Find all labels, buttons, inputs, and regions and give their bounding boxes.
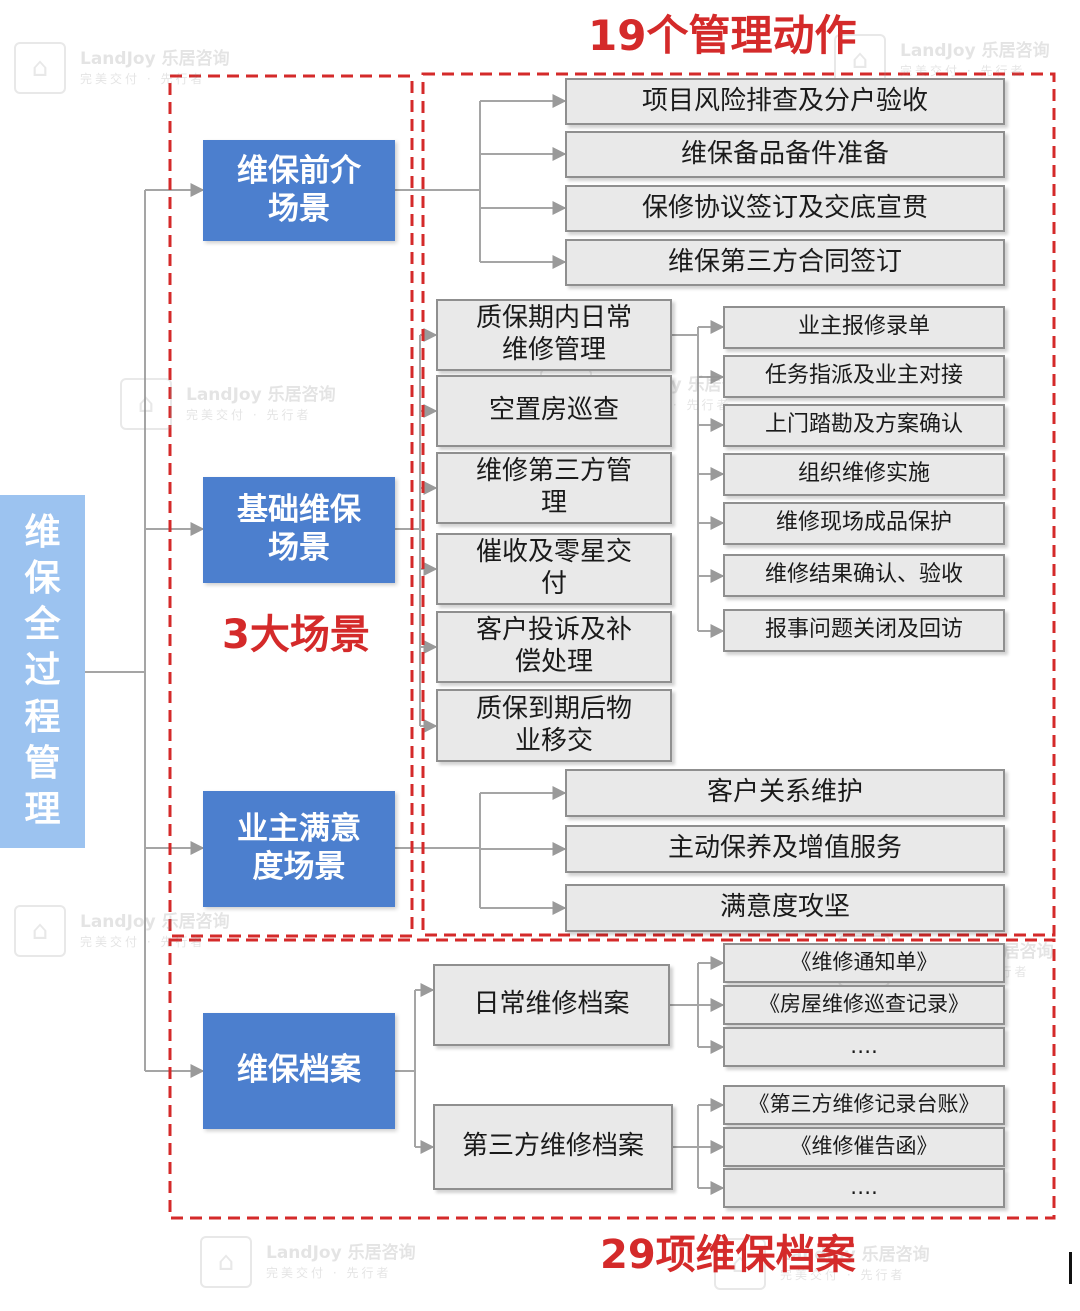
scenes-frame	[168, 74, 414, 938]
root-node: 维保全过程管理	[0, 495, 85, 848]
pre-action-label: 项目风险排查及分户验收	[641, 85, 928, 116]
pre-action-label: 维保第三方合同签订	[667, 246, 902, 277]
daily-step-label: 组织维修实施	[797, 461, 930, 487]
pre-action-label: 保修协议签订及交底宣贯	[641, 192, 928, 223]
satisfaction-action-label: 主动保养及增值服务	[667, 833, 902, 864]
pre-action-item[interactable]: 保修协议签订及交底宣贯	[565, 185, 1005, 232]
daily-step-label: 报事问题关闭及回访	[764, 617, 963, 643]
pre-action-item[interactable]: 维保备品备件准备	[565, 131, 1005, 178]
daily-step-item[interactable]: 报事问题关闭及回访	[723, 609, 1005, 652]
daily-step-item[interactable]: 任务指派及业主对接	[723, 355, 1005, 398]
daily-step-label: 任务指派及业主对接	[764, 363, 963, 389]
archive-doc-item[interactable]: 《维修通知单》	[723, 943, 1005, 983]
actions-frame	[421, 72, 1056, 937]
daily-step-item[interactable]: 维修结果确认、验收	[723, 554, 1005, 597]
archive-group-label: 第三方维修档案	[461, 1131, 644, 1162]
basic-action-item[interactable]: 质保期内日常 维修管理	[436, 299, 672, 371]
daily-step-label: 业主报修录单	[797, 314, 930, 340]
archive-group-label: 日常维修档案	[473, 989, 630, 1020]
pre-action-item[interactable]: 项目风险排查及分户验收	[565, 78, 1005, 125]
archive-doc-label: 《房屋维修巡查记录》	[759, 992, 969, 1017]
text-cursor	[1069, 1252, 1072, 1284]
daily-step-item[interactable]: 维修现场成品保护	[723, 502, 1005, 545]
satisfaction-action-label: 客户关系维护	[706, 777, 863, 808]
archive-doc-label: ….	[850, 1175, 878, 1200]
scene-basic-maintenance[interactable]: 基础维保 场景	[203, 477, 395, 583]
scene-label: 基础维保 场景	[237, 492, 361, 566]
pre-action-item[interactable]: 维保第三方合同签订	[565, 239, 1005, 286]
basic-action-label: 维修第三方管 理	[475, 456, 632, 518]
scene-owner-satisfaction[interactable]: 业主满意 度场景	[203, 791, 395, 907]
basic-action-item[interactable]: 质保到期后物 业移交	[436, 689, 672, 762]
basic-action-item[interactable]: 维修第三方管 理	[436, 452, 672, 524]
basic-action-label: 质保到期后物 业移交	[475, 693, 632, 756]
archive-doc-label: 《维修通知单》	[790, 950, 938, 975]
scene-label: 业主满意 度场景	[237, 811, 361, 885]
archive-doc-item[interactable]: 《房屋维修巡查记录》	[723, 985, 1005, 1025]
scene-maintenance-archives[interactable]: 维保档案	[203, 1013, 395, 1129]
satisfaction-action-item[interactable]: 客户关系维护	[565, 769, 1005, 817]
scene-label: 维保档案	[237, 1052, 361, 1089]
satisfaction-action-item[interactable]: 主动保养及增值服务	[565, 825, 1005, 873]
archive-doc-label: 《第三方维修记录台账》	[748, 1092, 980, 1117]
root-label: 维保全过程管理	[24, 512, 61, 830]
basic-action-item[interactable]: 空置房巡查	[436, 375, 672, 447]
basic-action-label: 催收及零星交 付	[475, 537, 632, 599]
daily-step-label: 维修现场成品保护	[775, 510, 952, 536]
scene-label: 维保前介 场景	[237, 152, 361, 227]
basic-action-label: 空置房巡查	[488, 395, 619, 426]
archive-doc-label: ….	[850, 1034, 878, 1059]
basic-action-label: 质保期内日常 维修管理	[475, 303, 632, 365]
basic-action-item[interactable]: 催收及零星交 付	[436, 533, 672, 605]
daily-step-item[interactable]: 业主报修录单	[723, 306, 1005, 349]
actions-count-title: 19个管理动作	[588, 11, 857, 60]
daily-step-label: 上门踏勘及方案确认	[764, 412, 963, 438]
archive-doc-label: 《维修催告函》	[790, 1134, 938, 1159]
archive-doc-item[interactable]: ….	[723, 1168, 1005, 1208]
scenes-count-title: 3大场景	[222, 612, 370, 658]
daily-step-item[interactable]: 上门踏勘及方案确认	[723, 404, 1005, 447]
archive-group-daily[interactable]: 日常维修档案	[433, 964, 670, 1046]
pre-action-label: 维保备品备件准备	[680, 138, 889, 169]
satisfaction-action-item[interactable]: 满意度攻坚	[565, 884, 1005, 932]
daily-step-label: 维修结果确认、验收	[764, 562, 963, 588]
basic-action-label: 客户投诉及补 偿处理	[475, 615, 632, 677]
archive-group-third-party[interactable]: 第三方维修档案	[433, 1104, 673, 1190]
archive-doc-item[interactable]: 《第三方维修记录台账》	[723, 1085, 1005, 1125]
archives-count-title: 29项维保档案	[600, 1232, 856, 1278]
satisfaction-action-label: 满意度攻坚	[719, 892, 850, 923]
daily-step-item[interactable]: 组织维修实施	[723, 453, 1005, 496]
archive-doc-item[interactable]: 《维修催告函》	[723, 1127, 1005, 1167]
archive-doc-item[interactable]: ….	[723, 1027, 1005, 1067]
scene-pre-maintenance[interactable]: 维保前介 场景	[203, 140, 395, 241]
basic-action-item[interactable]: 客户投诉及补 偿处理	[436, 611, 672, 683]
archives-frame	[168, 938, 1056, 1220]
